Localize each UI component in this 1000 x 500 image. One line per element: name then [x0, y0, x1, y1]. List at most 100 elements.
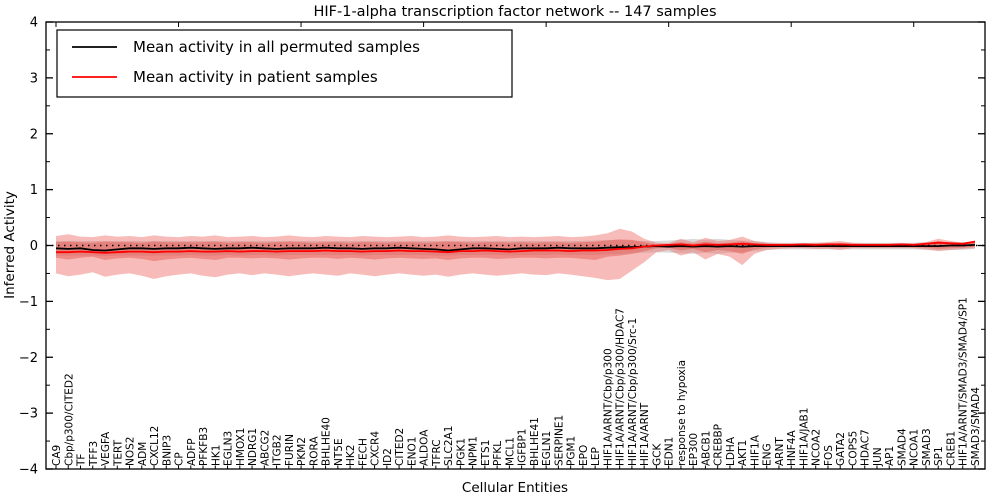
- x-category-label: FURIN: [284, 434, 296, 466]
- x-category-label: HIF1A/ARNT/Cbp/p300: [602, 348, 614, 466]
- y-axis-label: Inferred Activity: [2, 191, 18, 299]
- x-category-label: HDAC7: [860, 429, 872, 466]
- x-category-label: MCL1: [504, 437, 516, 466]
- x-category-label: SLC2A1: [443, 426, 455, 466]
- series-line-1: [56, 240, 976, 254]
- x-category-label: ARNT: [774, 437, 786, 466]
- y-tick-label: 4: [30, 16, 38, 31]
- x-category-label: IGFBP1: [517, 429, 529, 467]
- x-category-label: NCOA1: [909, 429, 921, 466]
- axes: −4 −3 −2 −1 0 1 2 3 4: [19, 16, 986, 478]
- x-category-label: HK2: [345, 445, 357, 466]
- x-category-label: NDRG1: [247, 428, 259, 466]
- x-category-label: PKM2: [296, 437, 308, 466]
- x-category-label: AP1: [884, 446, 896, 466]
- x-category-label: HK1: [210, 445, 222, 466]
- x-category-label: CA9: [51, 445, 63, 466]
- x-category-label: ETS1: [480, 440, 492, 466]
- x-category-label: ADFP: [186, 438, 198, 466]
- x-category-label: HIF1A/ARNT/SMAD3/SMAD4/SP1: [958, 297, 970, 466]
- x-category-label: ID2: [382, 448, 394, 466]
- band-patient-sample-spread-outer: [56, 228, 975, 281]
- x-category-label: EPO: [578, 445, 590, 466]
- x-category-label: SMAD3: [921, 428, 933, 466]
- x-category-label: TFRC: [431, 439, 443, 467]
- x-category-label: NCOA2: [811, 429, 823, 466]
- x-axis-label: Cellular Entities: [462, 480, 568, 496]
- y-tick-label: −2: [19, 351, 38, 366]
- x-category-label: PGM1: [566, 436, 578, 466]
- x-category-label: CREB1: [946, 431, 958, 466]
- series-lines: [55, 240, 976, 254]
- x-category-label: COPS5: [848, 431, 860, 466]
- x-category-label: TFF3: [88, 441, 100, 467]
- x-category-label: SMAD4: [897, 428, 909, 466]
- x-category-label: ALDOA: [419, 429, 431, 466]
- x-category-label: EP300: [688, 433, 700, 466]
- x-category-label: TERT: [112, 439, 124, 467]
- x-category-label: PGK1: [455, 438, 467, 466]
- x-category-label: ABCG2: [259, 430, 271, 466]
- x-category-label: JUN: [872, 447, 884, 467]
- y-tick-label: 3: [30, 71, 38, 86]
- x-category-label: AKT1: [737, 440, 749, 466]
- x-category-label: CXCL12: [149, 426, 161, 466]
- x-category-label: FECH: [357, 438, 369, 466]
- chart-title: HIF-1-alpha transcription factor network…: [313, 4, 716, 20]
- series-line-0: [55, 244, 976, 252]
- x-category-label: Cbp/p300/CITED2: [63, 373, 75, 466]
- x-category-label: HIF1A/ARNT/Cbp/p300/Src-1: [627, 318, 639, 466]
- x-category-label: HIF1A/JAB1: [799, 408, 811, 466]
- x-category-label: ITGB2: [272, 434, 284, 466]
- legend-box: [56, 29, 513, 98]
- x-category-label: response to hypoxia: [676, 360, 688, 466]
- y-tick-label: −3: [19, 407, 38, 422]
- legend: Mean activity in all permuted samples Me…: [56, 29, 513, 98]
- x-category-label: HIF1A/ARNT/Cbp/p300/HDAC7: [615, 308, 627, 466]
- x-category-label: GCK: [651, 443, 663, 466]
- x-category-label: HMOX1: [235, 428, 247, 466]
- legend-label-patient: Mean activity in patient samples: [133, 68, 378, 86]
- x-category-label: EGLN3: [223, 431, 235, 466]
- y-tick-label: 0: [30, 239, 38, 254]
- x-category-label: CREBBP: [713, 424, 725, 466]
- x-category-label: PFKL: [492, 441, 504, 466]
- x-category-label: SP1: [933, 446, 945, 466]
- x-category-label: VEGFA: [100, 431, 112, 466]
- x-category-label: CXCR4: [370, 431, 382, 466]
- x-category-label: NOS2: [125, 437, 137, 466]
- x-category-label: CP: [174, 452, 186, 466]
- x-category-label: GATA2: [835, 432, 847, 466]
- x-category-label: ENO1: [406, 437, 418, 466]
- legend-label-permuted: Mean activity in all permuted samples: [133, 38, 420, 56]
- y-tick-label: 2: [30, 127, 38, 142]
- x-category-label: SERPINE1: [553, 415, 565, 466]
- confidence-bands: [56, 228, 975, 281]
- y-tick-label: 1: [30, 183, 38, 198]
- x-category-label: NPM1: [468, 436, 480, 466]
- x-category-label: PFKFB3: [198, 427, 210, 466]
- x-category-label: HNF4A: [786, 430, 798, 466]
- x-category-label: SMAD3/SMAD4: [970, 387, 982, 466]
- x-category-label: BNIP3: [161, 435, 173, 466]
- x-category-label: HIF1A/ARNT: [639, 402, 651, 466]
- x-category-label: LEP: [590, 447, 602, 466]
- x-category-label: BHLHE40: [321, 417, 333, 466]
- x-category-label: TF: [76, 454, 88, 467]
- x-category-label: EDN1: [664, 437, 676, 466]
- x-category-label: BHLHE41: [529, 417, 541, 466]
- x-category-label: CITED2: [394, 428, 406, 466]
- x-category-label: EGLN1: [541, 431, 553, 466]
- x-category-label: HIF1A: [749, 434, 761, 466]
- x-category-label: NT5E: [333, 438, 345, 466]
- x-category-label: ABCB1: [700, 431, 712, 466]
- x-category-label: FOS: [823, 445, 835, 466]
- y-tick-label: −1: [19, 295, 38, 310]
- x-category-label: RORA: [308, 436, 320, 466]
- x-category-label: LDHA: [725, 436, 737, 466]
- y-tick-label: −4: [19, 463, 38, 478]
- x-category-label: ADM: [137, 442, 149, 466]
